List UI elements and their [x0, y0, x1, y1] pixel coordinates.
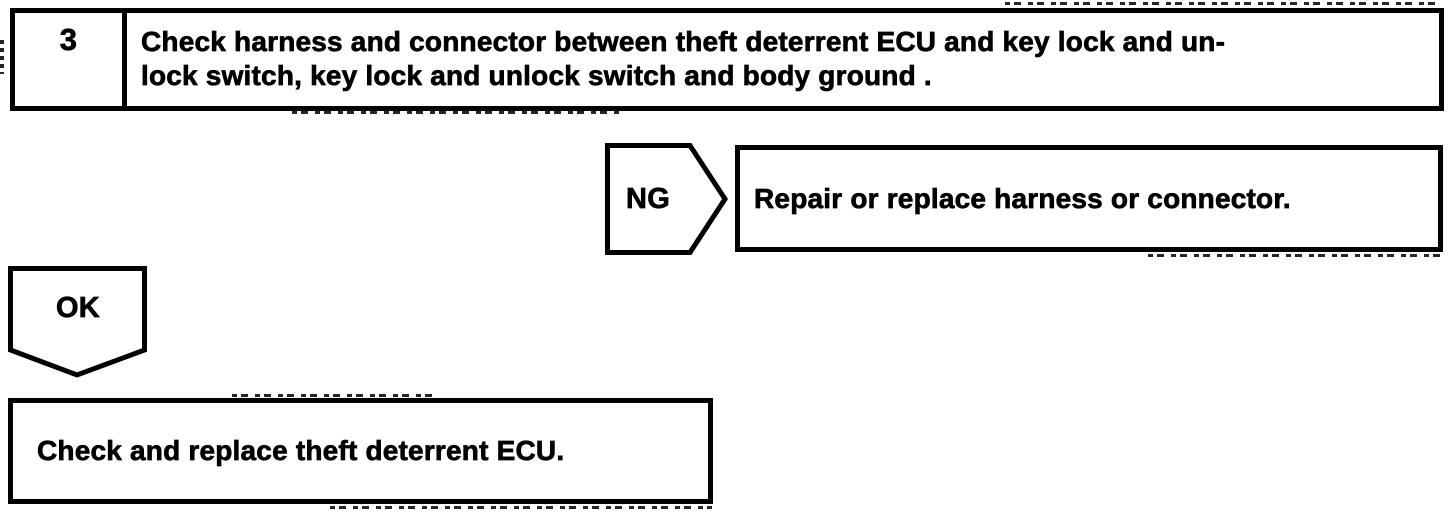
scan-artifact — [292, 111, 622, 114]
scan-artifact — [0, 40, 4, 74]
ok-result-text: Check and replace theft deterrent ECU. — [37, 435, 565, 467]
scan-artifact — [232, 394, 432, 397]
ok-result-box: Check and replace theft deterrent ECU. — [8, 398, 713, 504]
ng-result-box: Repair or replace harness or connector. — [735, 145, 1443, 252]
ng-connector: NG — [605, 143, 729, 255]
step-instruction-line2: lock switch, key lock and unlock switch … — [141, 60, 932, 92]
ng-label: NG — [626, 182, 670, 215]
ng-pentagon-arrow-right-icon — [605, 143, 728, 255]
ok-label: OK — [56, 291, 100, 324]
step-box: 3 Check harness and connector between th… — [10, 8, 1444, 111]
ok-connector: OK — [8, 266, 148, 378]
step-number: 3 — [15, 13, 127, 106]
ng-result-text: Repair or replace harness or connector. — [754, 182, 1291, 214]
scan-artifact — [1005, 2, 1441, 5]
scan-artifact — [1148, 254, 1444, 257]
step-instruction: Check harness and connector between thef… — [127, 13, 1439, 106]
ok-pentagon-arrow-down-icon — [8, 266, 147, 378]
step-instruction-line1: Check harness and connector between thef… — [141, 26, 1226, 58]
scan-artifact — [330, 506, 712, 509]
